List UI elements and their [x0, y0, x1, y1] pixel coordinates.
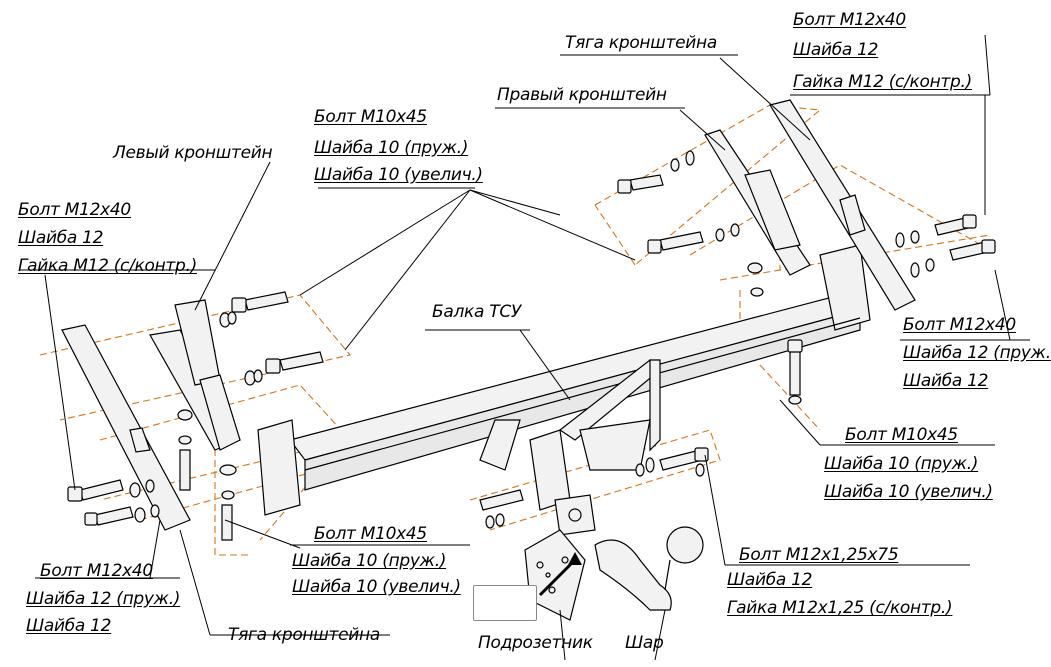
label-tr-shaiba: Шайба 12 — [793, 40, 879, 60]
label-pravyi-kronshtein: Правый кронштейн — [497, 85, 667, 105]
label-bc-bolt: Болт М10х45 — [314, 524, 427, 544]
label-r1-shaiba-pruzh: Шайба 12 (пруж. — [903, 343, 1051, 363]
left-bracket — [149, 299, 241, 451]
label-tyaga-bottom: Тяга кронштейна — [228, 625, 380, 645]
label-tc-shaiba-pruzh: Шайба 10 (пруж.) — [314, 138, 469, 158]
washers — [129, 150, 935, 529]
label-tc-shaiba-uvel: Шайба 10 (увелич.) — [314, 165, 483, 185]
socket-plate — [524, 529, 586, 621]
blank-label-box — [473, 585, 537, 621]
label-bc-shaiba-uvel: Шайба 10 (увелич.) — [292, 577, 461, 597]
left-pull-bar — [61, 324, 191, 531]
label-tl-gaika: Гайка М12 (с/контр.) — [18, 256, 197, 276]
label-tl-bolt: Болт М12х40 — [18, 200, 131, 220]
label-podrozetnik: Подрозетник — [478, 633, 593, 653]
label-tr-gaika: Гайка М12 (с/контр.) — [793, 72, 972, 92]
label-r1-bolt: Болт М12х40 — [903, 315, 1016, 335]
label-levyi-kronshtein: Левый кронштейн — [113, 143, 273, 163]
label-bc-shaiba-pruzh: Шайба 10 (пруж.) — [292, 551, 447, 571]
label-bl-shaiba: Шайба 12 — [26, 616, 112, 636]
label-shar: Шар — [625, 633, 664, 653]
right-bracket — [704, 129, 811, 276]
socket-arrow — [538, 552, 582, 597]
hitch-mount — [479, 359, 661, 536]
label-r2-shaiba-pruzh: Шайба 10 (пруж.) — [824, 454, 979, 474]
main-beam — [257, 244, 871, 516]
label-br-gaika: Гайка М12х1,25 (с/контр.) — [727, 598, 953, 618]
label-r2-shaiba-uvel: Шайба 10 (увелич.) — [824, 482, 993, 502]
leader-lines — [20, 34, 1030, 661]
label-bl-shaiba-pruzh: Шайба 12 (пруж.) — [26, 589, 181, 609]
label-r1-shaiba: Шайба 12 — [903, 371, 989, 391]
label-tc-bolt: Болт М10х45 — [314, 107, 427, 127]
right-pull-bar — [769, 99, 916, 311]
label-bl-bolt: Болт М12х40 — [40, 561, 153, 581]
label-balka: Балка ТСУ — [432, 302, 521, 322]
label-br-bolt: Болт М12х1,25х75 — [739, 545, 899, 565]
label-r2-bolt: Болт М10х45 — [845, 425, 958, 445]
bolts — [67, 174, 996, 541]
label-tr-bolt: Болт М12х40 — [793, 10, 906, 30]
label-tyaga-top: Тяга кронштейна — [565, 33, 717, 53]
label-tl-shaiba: Шайба 12 — [18, 228, 104, 248]
label-br-shaiba: Шайба 12 — [727, 570, 813, 590]
tow-ball — [594, 526, 704, 611]
